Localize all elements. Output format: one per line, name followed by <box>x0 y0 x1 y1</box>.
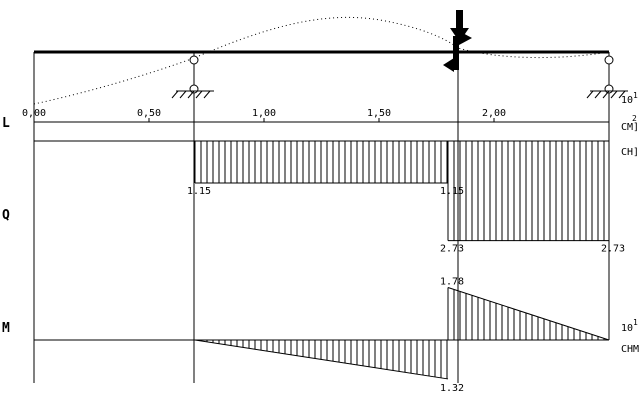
axis-ticks: 0,00 0,50 1,00 1,50 2,00 <box>22 108 506 122</box>
row-label-shear: Q <box>2 208 10 223</box>
moment-label-min: 1.32 <box>440 383 464 394</box>
axis-tick-label: 1,50 <box>367 108 391 119</box>
deflection-curve <box>33 16 610 105</box>
row-label-length: L <box>2 116 10 131</box>
shear-label-start: 1.15 <box>187 186 211 197</box>
moment-unit-exp: 10 <box>621 323 633 334</box>
shear-label-start: 2.73 <box>440 244 464 255</box>
axis-tick-label: 1,00 <box>252 108 276 119</box>
row-label-moment: M <box>2 321 10 336</box>
shear-diagram: 1.15 1.15 2.73 2.73 <box>187 141 625 255</box>
axis-unit-exp: 10 <box>621 95 633 106</box>
shear-unit: CH] <box>621 147 639 158</box>
point-load-icon <box>443 10 472 72</box>
shear-label-end: 1.15 <box>440 186 464 197</box>
shear-label-end: 2.73 <box>601 244 625 255</box>
moment-label-max: 1.78 <box>440 276 464 287</box>
axis-unit-sup: 1 <box>633 91 638 100</box>
moment-segment-line <box>447 287 610 341</box>
axis-unit-sub: 2 <box>632 114 637 123</box>
axis-tick-label: 2,00 <box>482 108 506 119</box>
axis-tick-label: 0,50 <box>137 108 161 119</box>
moment-segment-line <box>194 339 449 380</box>
support-left-icon <box>171 55 214 99</box>
support-right-icon <box>586 55 628 99</box>
moment-unit-sup: 1 <box>633 318 638 327</box>
axis-tick-label: 0,00 <box>22 108 46 119</box>
moment-unit-name: CHM] <box>621 344 639 355</box>
axis-unit-name: CM] <box>621 122 639 133</box>
moment-diagram: 1.78 1.32 <box>194 276 610 394</box>
